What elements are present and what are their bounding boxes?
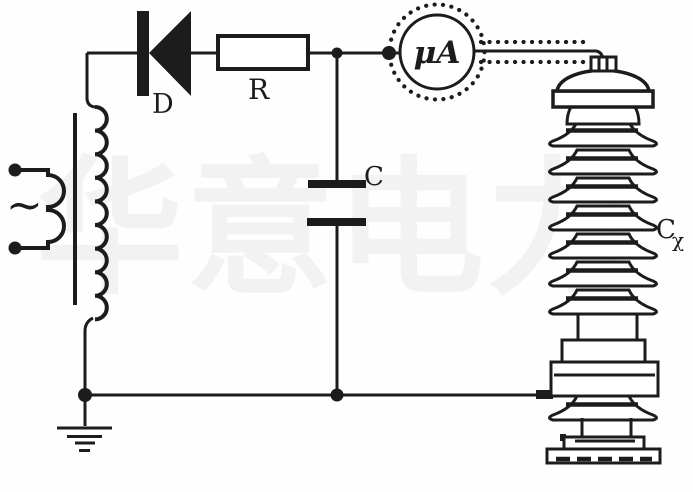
junction-bottom	[330, 388, 344, 402]
bushing-shed	[550, 150, 657, 174]
bushing-flange-main	[549, 360, 660, 398]
bushing-neck-upper	[576, 314, 639, 341]
watermark-text: 华意电力	[36, 143, 636, 315]
capacitor-label: C	[364, 162, 384, 192]
bushing-shed	[550, 290, 657, 314]
transformer-symbol: ~	[6, 105, 109, 322]
junction-ground	[78, 388, 92, 402]
bushing-shed	[550, 122, 657, 146]
shielded-cable	[474, 39, 605, 65]
wire-left-vertical	[85, 53, 96, 109]
primary-winding	[15, 168, 66, 250]
resistor-symbol: R	[216, 34, 310, 106]
bushing-ground-tap	[536, 390, 553, 399]
resistor-body	[216, 34, 310, 71]
diode-symbol: D	[137, 11, 191, 120]
cable-core-wire	[474, 49, 605, 60]
bushing-head-band	[551, 89, 655, 109]
wires	[83, 51, 540, 426]
capacitor-symbol: C	[307, 162, 384, 226]
test-object-bushing: C χ	[536, 55, 684, 465]
ac-source-symbol: ~	[6, 180, 43, 231]
bushing-shed	[550, 396, 657, 420]
capacitor-plate-top	[308, 180, 366, 188]
meter-label: μA	[414, 35, 461, 71]
test-object-label-sub: χ	[672, 228, 684, 252]
bushing-terminal-ticks	[597, 58, 609, 70]
junction-meter	[382, 46, 396, 60]
secondary-winding	[94, 105, 109, 322]
wire-secondary-ground	[83, 316, 94, 426]
bushing-terminal	[589, 55, 618, 73]
meter-symbol: μA	[387, 2, 487, 102]
bushing-shed	[550, 262, 657, 286]
capacitor-plate-bottom	[307, 218, 366, 226]
diode-triangle	[149, 11, 191, 96]
test-object-label: C	[656, 215, 676, 245]
bushing-shed	[550, 178, 657, 202]
bushing-dome	[554, 68, 652, 93]
resistor-label: R	[248, 73, 270, 106]
diode-cathode-bar	[137, 11, 149, 96]
bushing-base-step	[562, 435, 646, 451]
ground-symbol	[57, 426, 112, 452]
bushing-flange-top	[560, 338, 647, 364]
bushing-shed	[550, 206, 657, 230]
bushing-shed	[550, 234, 657, 258]
junction-top	[331, 47, 343, 59]
diode-label: D	[152, 89, 174, 120]
bushing-head-neck	[565, 105, 641, 126]
bushing-neck-lower	[580, 418, 633, 438]
